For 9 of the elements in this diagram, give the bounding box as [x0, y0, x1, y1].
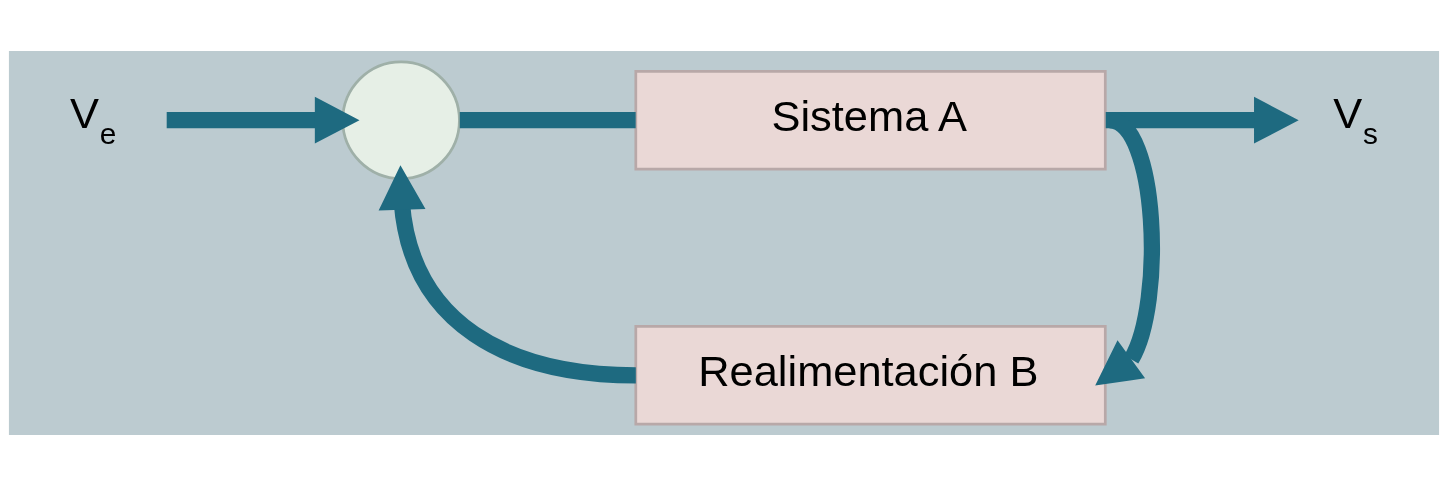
arrow — [1105, 96, 1299, 144]
arrow — [378, 165, 637, 384]
node-text: V$_{s}$ — [1333, 88, 1379, 151]
connector — [459, 112, 636, 129]
node-circle — [341, 60, 461, 180]
arrow — [166, 96, 360, 144]
node-text: V$_{e}$ — [69, 88, 117, 151]
node-box: Sistema A — [634, 70, 1107, 171]
node-box: Realimentación B — [634, 325, 1107, 426]
